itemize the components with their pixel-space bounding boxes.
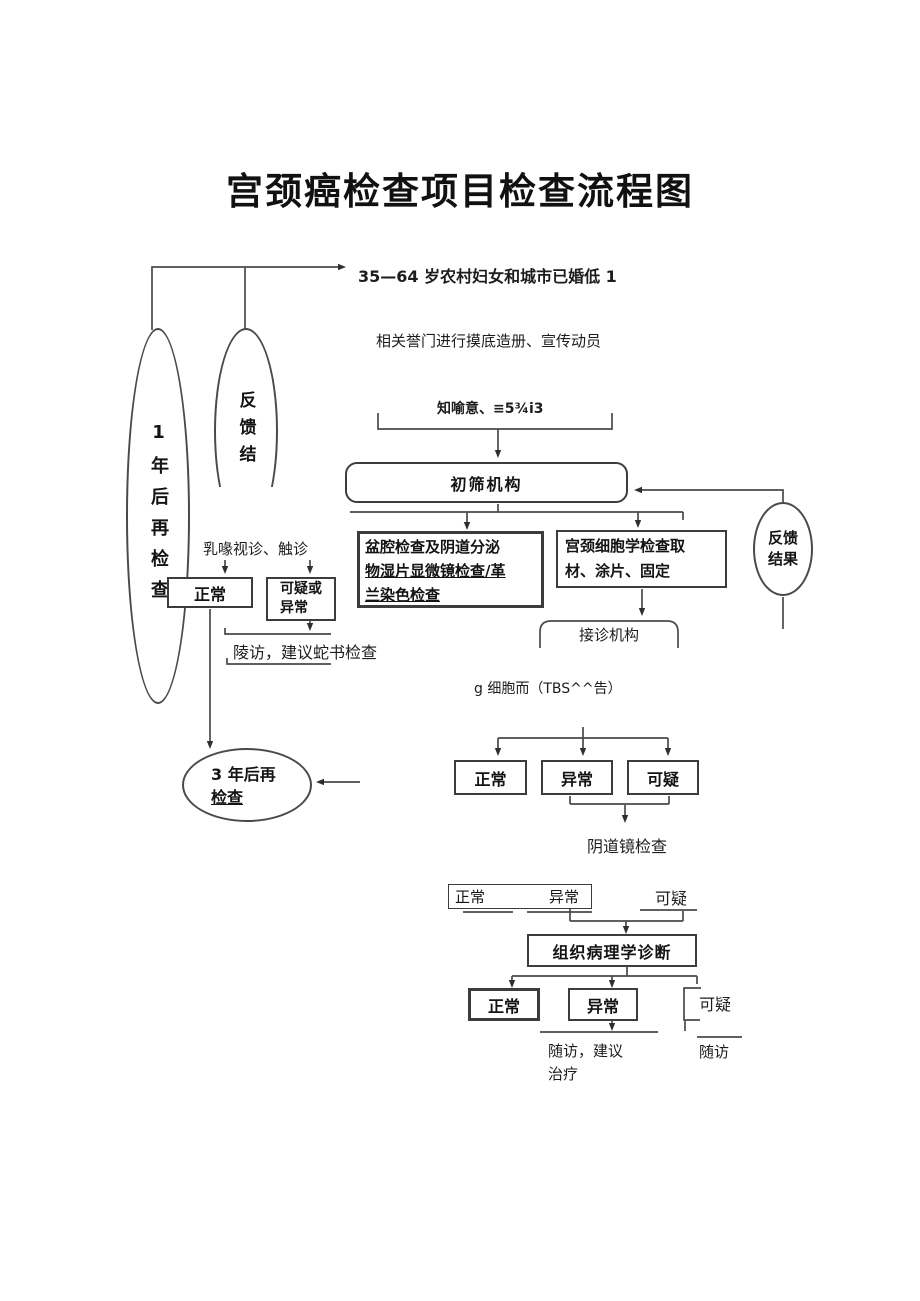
followup-treat-line2: 治疗	[548, 1065, 579, 1083]
pelvic-exam-box: 盆腔检查及阴道分泌 物湿片显微镜检查/革 兰染色检查	[357, 531, 544, 608]
histology-normal-box: 正常	[468, 988, 540, 1021]
cytology-normal-box: 正常	[454, 760, 527, 795]
colposcopy-abnormal-label: 异常	[548, 888, 579, 906]
page-title: 宫颈癌检查项目检查流程图	[226, 170, 694, 213]
recheck-3-year-line2: 检查	[211, 788, 244, 807]
cytology-exam-line1: 宫颈细胞学检查取	[565, 537, 686, 555]
followup-text: 随访	[699, 1043, 730, 1061]
feedback-result-oval: 反馈 结果	[753, 502, 813, 596]
breast-followup-text: 陵访，建议蛇书检查	[233, 643, 378, 662]
recheck-3-year-line1: 3 年后再	[211, 765, 276, 784]
target-population-text: 35—64 岁农村妇女和城市已婚低 1	[358, 267, 617, 286]
pelvic-exam-line1: 盆腔检查及阴道分泌	[365, 538, 501, 556]
colposcopy-suspect-label: 可疑	[655, 889, 688, 908]
primary-screening-org-box: 初筛机构	[345, 462, 628, 503]
colposcopy-text: 阴道镜检查	[586, 837, 667, 856]
feedback-result-line1: 反馈	[767, 529, 798, 547]
breast-suspect-line2: 异常	[280, 600, 308, 616]
feedback-left-label: 反馈结	[235, 390, 256, 472]
recheck-3-year-oval: 3 年后再 检查	[182, 748, 312, 822]
pelvic-exam-line2: 物湿片显微镜检查/革	[365, 562, 506, 580]
followup-treat-text: 随访，建议 治疗	[548, 1040, 623, 1086]
scan-whiteout-patch	[193, 487, 358, 537]
cytology-abnormal-box: 异常	[541, 760, 613, 795]
breast-exam-text: 乳喙视诊、触诊	[203, 540, 309, 558]
referral-org-label: 接诊机构	[578, 626, 639, 644]
histology-suspect-label: 可疑	[699, 995, 732, 1014]
feedback-result-line2: 结果	[767, 550, 798, 568]
breast-suspect-box: 可疑或 异常	[266, 577, 336, 621]
cytology-suspect-box: 可疑	[627, 760, 699, 795]
breast-normal-box: 正常	[167, 577, 253, 608]
recheck-1-year-label: 1年后再检查	[148, 421, 169, 611]
histology-box: 组织病理学诊断	[527, 934, 697, 967]
recheck-1-year-oval: 1年后再检查	[126, 328, 190, 704]
colposcopy-normal-label: 正常	[455, 888, 486, 906]
tbs-report-text: g 细胞而（TBS^^告）	[474, 681, 622, 697]
mobilization-text: 相关誉门进行摸底造册、宣传动员	[376, 332, 602, 350]
cytology-exam-line2: 材、涂片、固定	[565, 562, 671, 580]
colposcopy-normal-abnormal-box: 正常 异常	[448, 884, 592, 909]
pelvic-exam-line3: 兰染色检查	[365, 586, 441, 604]
followup-treat-line1: 随访，建议	[548, 1042, 624, 1060]
consent-text: 知喻意、≡5¾i3	[437, 401, 544, 417]
cytology-exam-box: 宫颈细胞学检查取 材、涂片、固定	[556, 530, 727, 588]
histology-abnormal-box: 异常	[568, 988, 638, 1021]
breast-suspect-line1: 可疑或	[280, 581, 322, 597]
